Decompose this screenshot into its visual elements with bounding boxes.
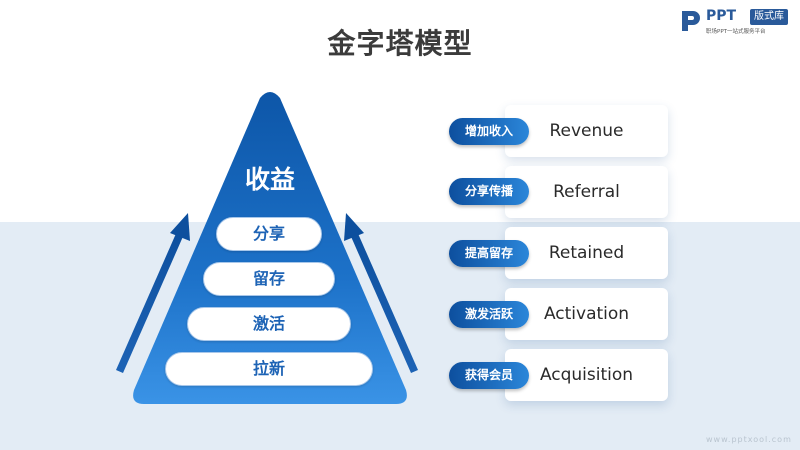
row-badge-activation: 激发活跃 xyxy=(449,301,529,328)
row-card-acquisition: Acquisition xyxy=(505,349,668,401)
logo-brand: PPT xyxy=(706,8,737,24)
row-card-revenue: Revenue xyxy=(505,105,668,157)
row-card-retained: Retained xyxy=(505,227,668,279)
logo: PPT 版式库 职场PPT一站式服务平台 xyxy=(680,8,795,38)
row-card-referral: Referral xyxy=(505,166,668,218)
row-badge-revenue: 增加收入 xyxy=(449,118,529,145)
row-card-activation: Activation xyxy=(505,288,668,340)
row-badge-acquisition: 获得会员 xyxy=(449,362,529,389)
row-badge-referral: 分享传播 xyxy=(449,178,529,205)
watermark: www.pptxool.com xyxy=(706,435,792,444)
left-up-arrow-icon xyxy=(116,213,190,373)
pyramid: 收益 分享 留存 激活 拉新 xyxy=(130,90,410,408)
pyramid-level-share: 分享 xyxy=(216,217,322,251)
right-up-arrow-icon xyxy=(344,213,418,373)
pyramid-level-acquire: 拉新 xyxy=(165,352,373,386)
pyramid-level-activate: 激活 xyxy=(187,307,351,341)
logo-p-icon xyxy=(682,11,700,31)
pyramid-level-retain: 留存 xyxy=(203,262,335,296)
pyramid-top-label: 收益 xyxy=(244,165,295,194)
logo-badge: 版式库 xyxy=(750,9,788,25)
slide-title: 金字塔模型 xyxy=(327,27,473,60)
row-badge-retained: 提高留存 xyxy=(449,240,529,267)
logo-tagline: 职场PPT一站式服务平台 xyxy=(706,29,766,35)
